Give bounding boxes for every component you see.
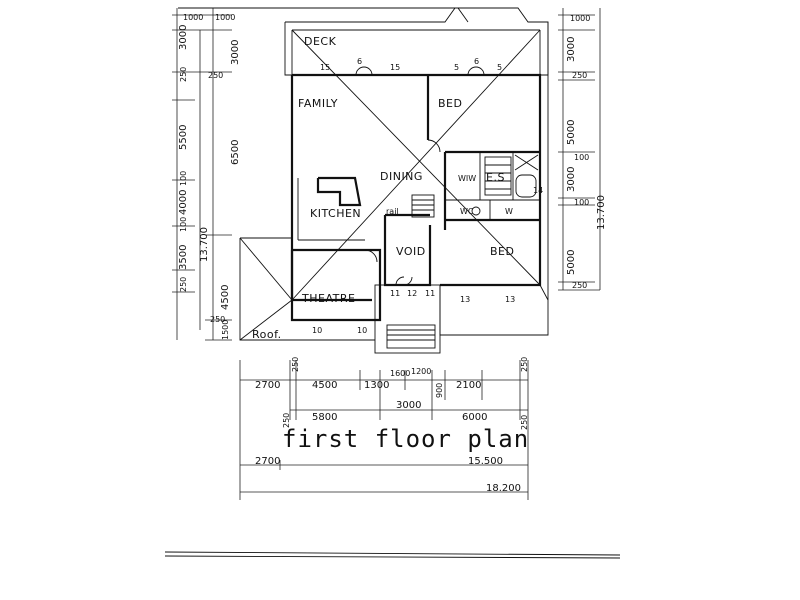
dim-left-inner-6: 250 xyxy=(210,315,225,324)
dim-right-3: 250 xyxy=(572,71,587,80)
dim-right-8: 5000 xyxy=(566,250,577,275)
dim-bottom-row2-2: 5800 xyxy=(312,412,337,423)
dim-bottom-7: 900 xyxy=(435,383,444,398)
roof-outline xyxy=(239,22,549,341)
dim-bottom-9: 250 xyxy=(520,357,529,372)
dim-bottom-row2-3: 3000 xyxy=(396,400,421,411)
room-label-theatre: THEATRE xyxy=(301,292,355,305)
dim-left-outer-4: 5500 xyxy=(178,125,189,150)
building-walls xyxy=(178,7,549,302)
window-mark: 5 xyxy=(497,63,502,72)
page-footer-lines xyxy=(164,551,621,559)
dim-left-total: 13.700 xyxy=(199,227,210,262)
left-dimension-lines xyxy=(172,8,232,341)
left-dimension-labels: 1000 3000 250 5500 100 4000 100 3500 250… xyxy=(178,13,241,340)
room-label-rail: rail xyxy=(386,207,399,216)
window-mark: 11 xyxy=(425,289,435,298)
bottom-dimension-lines xyxy=(239,360,529,500)
dim-left-outer-7: 100 xyxy=(179,217,188,232)
dim-left-inner-1: 1000 xyxy=(215,13,235,22)
dim-left-outer-8: 3500 xyxy=(178,245,189,270)
dim-left-inner-5: 4500 xyxy=(220,285,231,310)
dim-left-outer-3: 250 xyxy=(179,67,188,82)
dim-left-inner-7: 1500 xyxy=(221,320,230,340)
dim-bottom-2: 250 xyxy=(291,357,300,372)
dim-right-5: 100 xyxy=(574,153,589,162)
window-mark: 10 xyxy=(357,326,367,335)
room-label-kitchen: KITCHEN xyxy=(310,207,361,220)
dim-left-outer-1: 1000 xyxy=(183,13,203,22)
window-mark: 14 xyxy=(533,186,543,195)
window-mark: 6 xyxy=(474,57,479,66)
window-mark: 6 xyxy=(357,57,362,66)
dim-bottom-6: 1200 xyxy=(411,367,431,376)
room-label-roof: Roof. xyxy=(252,328,282,341)
room-label-wiw: WIW xyxy=(458,174,476,183)
dim-left-inner-2: 3000 xyxy=(230,40,241,65)
interior-walls xyxy=(290,75,540,354)
dim-bottom-total: 18.200 xyxy=(486,483,521,494)
room-label-bed-2: BED xyxy=(490,245,514,258)
dim-right-9: 250 xyxy=(572,281,587,290)
room-label-wc: WC xyxy=(460,207,474,216)
room-label-bed-1: BED xyxy=(438,97,462,110)
dim-bottom-8: 2100 xyxy=(456,380,481,391)
window-mark: 5 xyxy=(454,63,459,72)
dim-bottom-4: 1300 xyxy=(364,380,389,391)
dim-bottom-row2-1: 250 xyxy=(282,413,291,428)
bottom-dimension-labels: 2700 250 4500 1300 1600 1200 900 2100 25… xyxy=(255,357,529,494)
room-label-family: FAMILY xyxy=(298,97,338,110)
dim-right-1: 1000 xyxy=(570,14,590,23)
dim-left-inner-4: 6500 xyxy=(230,140,241,165)
right-dimension-labels: 1000 3000 250 5000 100 3000 100 5000 250… xyxy=(566,14,607,290)
dim-right-total: 13.700 xyxy=(596,195,607,230)
right-dimension-lines xyxy=(558,8,601,291)
dim-right-4: 5000 xyxy=(566,120,577,145)
window-mark: 10 xyxy=(312,326,322,335)
window-marks: 15 6 15 5 6 5 11 12 11 13 13 10 10 14 xyxy=(312,57,543,335)
window-mark: 15 xyxy=(320,63,330,72)
room-label-w: W xyxy=(505,207,513,216)
room-labels: DECK FAMILY BED DINING WIW E.S KITCHEN r… xyxy=(252,35,514,341)
window-mark: 15 xyxy=(390,63,400,72)
dim-bottom-row2-5: 250 xyxy=(520,415,529,430)
room-label-void: VOID xyxy=(396,245,426,258)
dim-bottom-1: 2700 xyxy=(255,380,280,391)
room-label-es: E.S xyxy=(486,171,505,184)
dim-bottom-row2-4: 6000 xyxy=(462,412,487,423)
plan-title: first floor plan xyxy=(282,425,529,453)
window-mark: 11 xyxy=(390,289,400,298)
dim-left-inner-3: 250 xyxy=(208,71,223,80)
dim-bottom-3: 4500 xyxy=(312,380,337,391)
room-label-deck: DECK xyxy=(304,35,337,48)
dim-left-outer-6: 4000 xyxy=(178,190,189,215)
deck-doors xyxy=(355,66,485,76)
dim-bottom-5: 1600 xyxy=(390,369,410,378)
dim-bottom-row3-left: 2700 xyxy=(255,456,280,467)
room-label-dining: DINING xyxy=(380,170,423,183)
dim-bottom-row3-right: 15.500 xyxy=(468,456,503,467)
dim-right-7: 100 xyxy=(574,198,589,207)
dim-right-6: 3000 xyxy=(566,167,577,192)
dim-right-2: 3000 xyxy=(566,37,577,62)
dim-left-outer-2: 3000 xyxy=(178,25,189,50)
window-mark: 13 xyxy=(460,295,470,304)
window-mark: 13 xyxy=(505,295,515,304)
dim-left-outer-5: 100 xyxy=(179,171,188,186)
window-mark: 12 xyxy=(407,289,417,298)
dim-left-outer-9: 250 xyxy=(179,277,188,292)
